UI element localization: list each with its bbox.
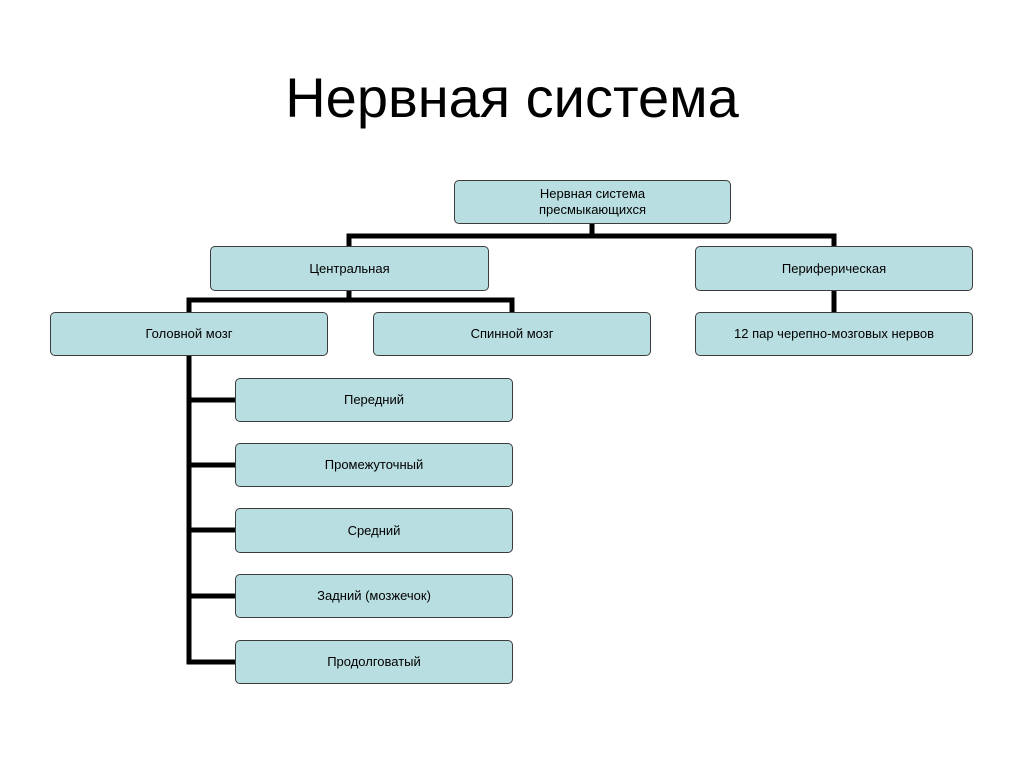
node-brain-part-forebrain: Передний	[235, 378, 513, 422]
node-brain-part-label: Передний	[343, 392, 405, 407]
node-brain-label: Головной мозг	[145, 326, 233, 341]
slide-title: Нервная система	[285, 66, 739, 129]
node-peripheral-label: Периферическая	[781, 260, 887, 276]
node-brain-part-label: Средний	[347, 522, 401, 538]
node-brain: Головной мозг	[50, 312, 328, 356]
node-root: Нервная система пресмыкающихся	[454, 180, 731, 224]
node-central-label: Центральная	[309, 260, 390, 276]
node-brain-part-label: Задний (мозжечок)	[317, 588, 431, 603]
node-peripheral: Периферическая	[695, 246, 973, 291]
node-cranial-nerves: 12 пар черепно-мозговых нервов	[695, 312, 973, 356]
node-central: Центральная	[210, 246, 489, 291]
node-spinal-cord: Спинной мозг	[373, 312, 651, 356]
node-cranial-nerves-label: 12 пар черепно-мозговых нервов	[734, 326, 934, 341]
node-brain-part-diencephalon: Промежуточный	[235, 443, 513, 487]
node-brain-part-midbrain: Средний	[235, 508, 513, 553]
node-spinal-cord-label: Спинной мозг	[470, 326, 554, 341]
node-brain-part-label: Продолговатый	[327, 654, 421, 669]
node-brain-part-label: Промежуточный	[324, 457, 424, 472]
node-brain-part-medulla: Продолговатый	[235, 640, 513, 684]
node-root-label: Нервная система пресмыкающихся	[538, 186, 647, 217]
node-brain-part-hindbrain: Задний (мозжечок)	[235, 574, 513, 618]
